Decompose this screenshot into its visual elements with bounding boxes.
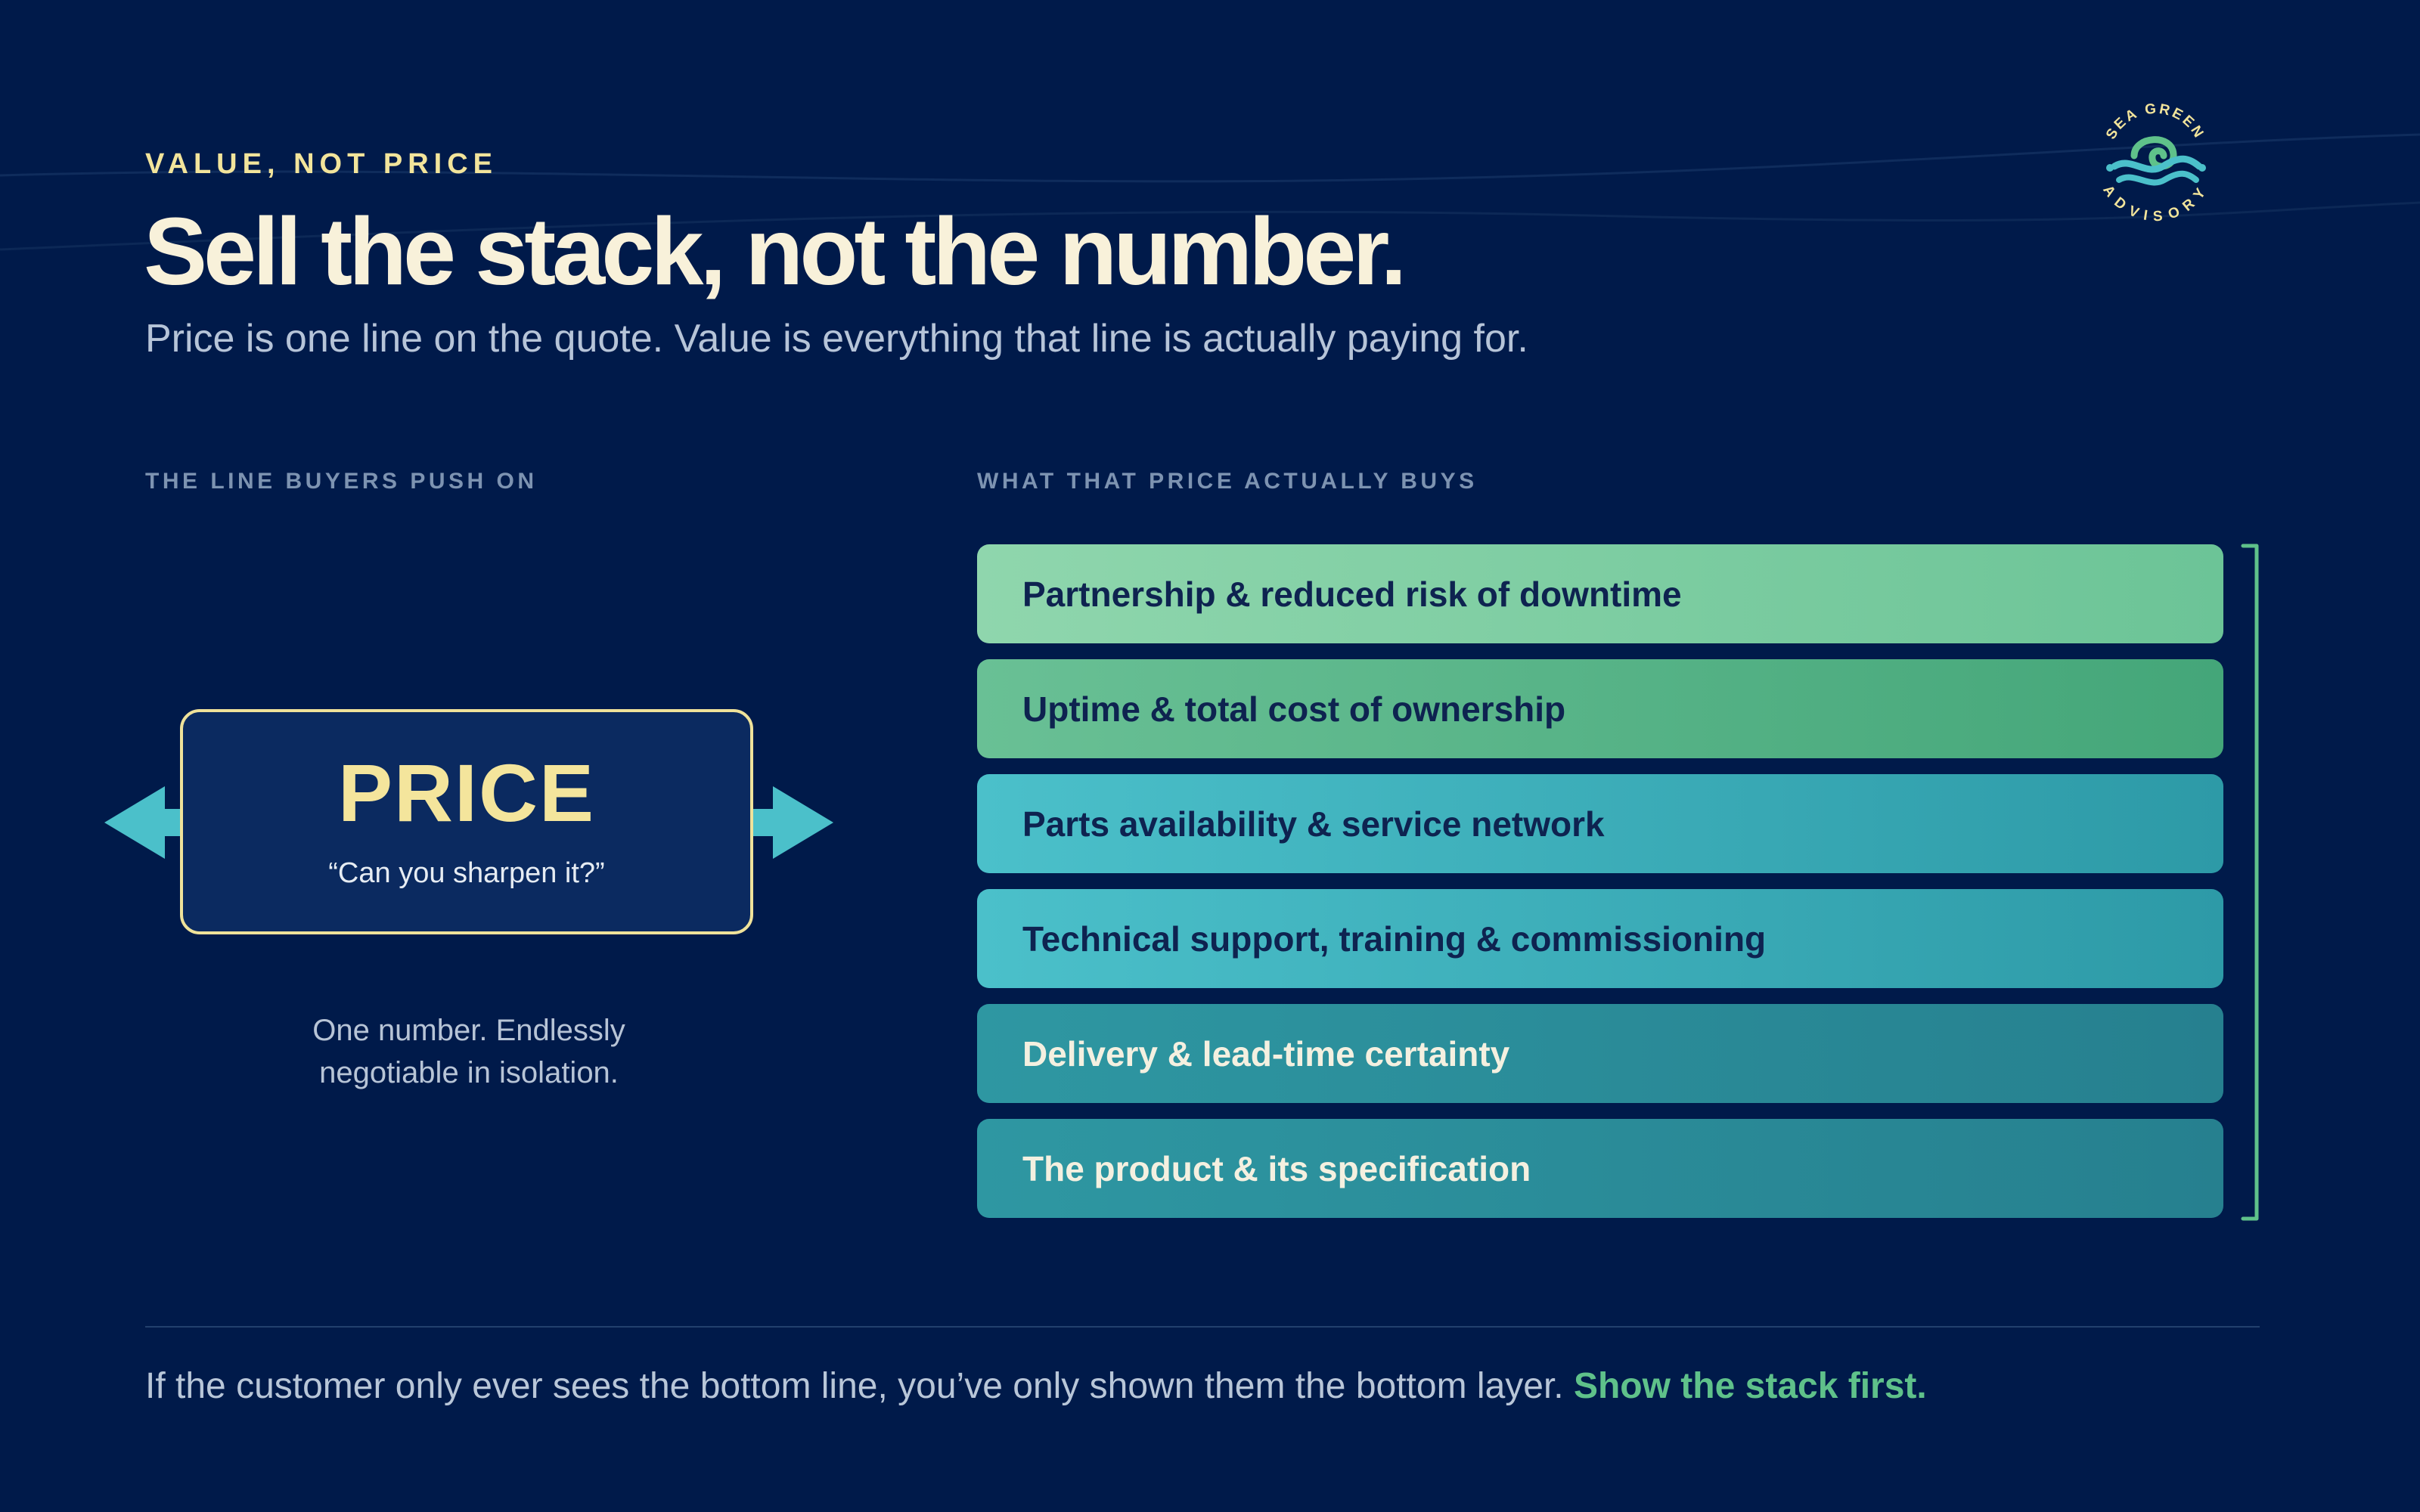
value-layer-label: The product & its specification: [1022, 1148, 1531, 1188]
wave-spiral-icon: SEA GREEN ADVISORY: [2099, 101, 2211, 225]
footer-divider: [145, 1326, 2260, 1328]
value-layer: Technical support, training & commission…: [977, 889, 2223, 988]
value-layer-label: Parts availability & service network: [1022, 804, 1605, 844]
value-layer-label: Technical support, training & commission…: [1022, 919, 1767, 959]
price-caption-line-1: One number. Endlessly: [312, 1014, 625, 1047]
value-layer-label: Partnership & reduced risk of downtime: [1022, 574, 1682, 614]
left-column-label: THE LINE BUYERS PUSH ON: [145, 469, 538, 494]
value-layer: Parts availability & service network: [977, 774, 2223, 873]
logo-bottom-text: ADVISORY: [2099, 182, 2207, 225]
page-subtitle: Price is one line on the quote. Value is…: [145, 317, 1528, 361]
svg-text:ADVISORY: ADVISORY: [2099, 182, 2211, 225]
price-caption: One number. Endlessly negotiable in isol…: [221, 1009, 717, 1094]
footer-text: If the customer only ever sees the botto…: [145, 1366, 1574, 1406]
price-card-title: PRICE: [337, 747, 596, 838]
value-layer-label: Uptime & total cost of ownership: [1022, 689, 1566, 729]
svg-text:SEA GREEN: SEA GREEN: [2103, 101, 2207, 143]
page-title: Sell the stack, not the number.: [144, 198, 1407, 305]
value-layer: Partnership & reduced risk of downtime: [977, 544, 2223, 643]
value-layer: Uptime & total cost of ownership: [977, 659, 2223, 758]
eyebrow-label: VALUE, NOT PRICE: [145, 148, 498, 180]
price-caption-line-2: negotiable in isolation.: [319, 1056, 619, 1089]
arrow-right-icon: [720, 786, 833, 859]
value-layer: The product & its specification: [977, 1119, 2223, 1218]
stack-bracket: [2241, 544, 2259, 1221]
footer-emphasis: Show the stack first.: [1573, 1366, 1927, 1406]
price-card-quote: “Can you sharpen it?”: [328, 857, 605, 889]
footer-note: If the customer only ever sees the botto…: [145, 1365, 1927, 1407]
right-column-label: WHAT THAT PRICE ACTUALLY BUYS: [977, 469, 1478, 494]
value-layer: Delivery & lead-time certainty: [977, 1004, 2223, 1103]
logo-top-text: SEA GREEN: [2103, 101, 2205, 143]
price-card: PRICE “Can you sharpen it?”: [180, 709, 753, 934]
arrow-left-icon: [104, 786, 218, 859]
value-layer-label: Delivery & lead-time certainty: [1022, 1033, 1510, 1074]
